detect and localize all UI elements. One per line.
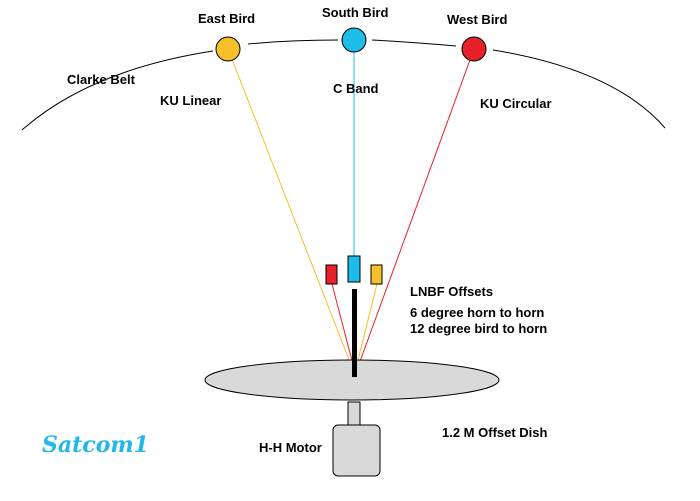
satcom1-logo: Satcom1 xyxy=(42,432,149,458)
ku-circular-label: KU Circular xyxy=(480,96,552,111)
west-bird-satellite xyxy=(461,36,487,62)
dish-mount-stem xyxy=(347,401,361,426)
bird-to-horn-label: 12 degree bird to horn xyxy=(410,321,547,336)
ku-linear-label: KU Linear xyxy=(160,93,221,108)
east-bird-satellite xyxy=(215,36,241,62)
lnbf-blue xyxy=(347,255,361,283)
west-bird-beam xyxy=(354,48,475,376)
clarke-belt-arc xyxy=(21,39,666,131)
lnbf-yellow xyxy=(370,264,383,285)
red-lnbf-beam xyxy=(331,283,356,373)
motor-label: H-H Motor xyxy=(259,440,322,455)
c-band-label: C Band xyxy=(333,81,379,96)
south-bird-label: South Bird xyxy=(322,5,388,20)
south-bird-satellite xyxy=(341,27,367,53)
feed-arm xyxy=(352,289,357,377)
east-bird-beam xyxy=(227,48,356,376)
lnbf-offsets-label: LNBF Offsets xyxy=(410,284,493,299)
east-bird-label: East Bird xyxy=(198,11,255,26)
lnbf-red xyxy=(325,264,338,285)
clarke-belt-label: Clarke Belt xyxy=(67,72,136,87)
dish-label: 1.2 M Offset Dish xyxy=(442,425,548,440)
west-bird-label: West Bird xyxy=(447,12,507,27)
yellow-lnbf-beam xyxy=(354,283,378,373)
hh-motor xyxy=(332,424,381,477)
horn-to-horn-label: 6 degree horn to horn xyxy=(410,305,544,320)
